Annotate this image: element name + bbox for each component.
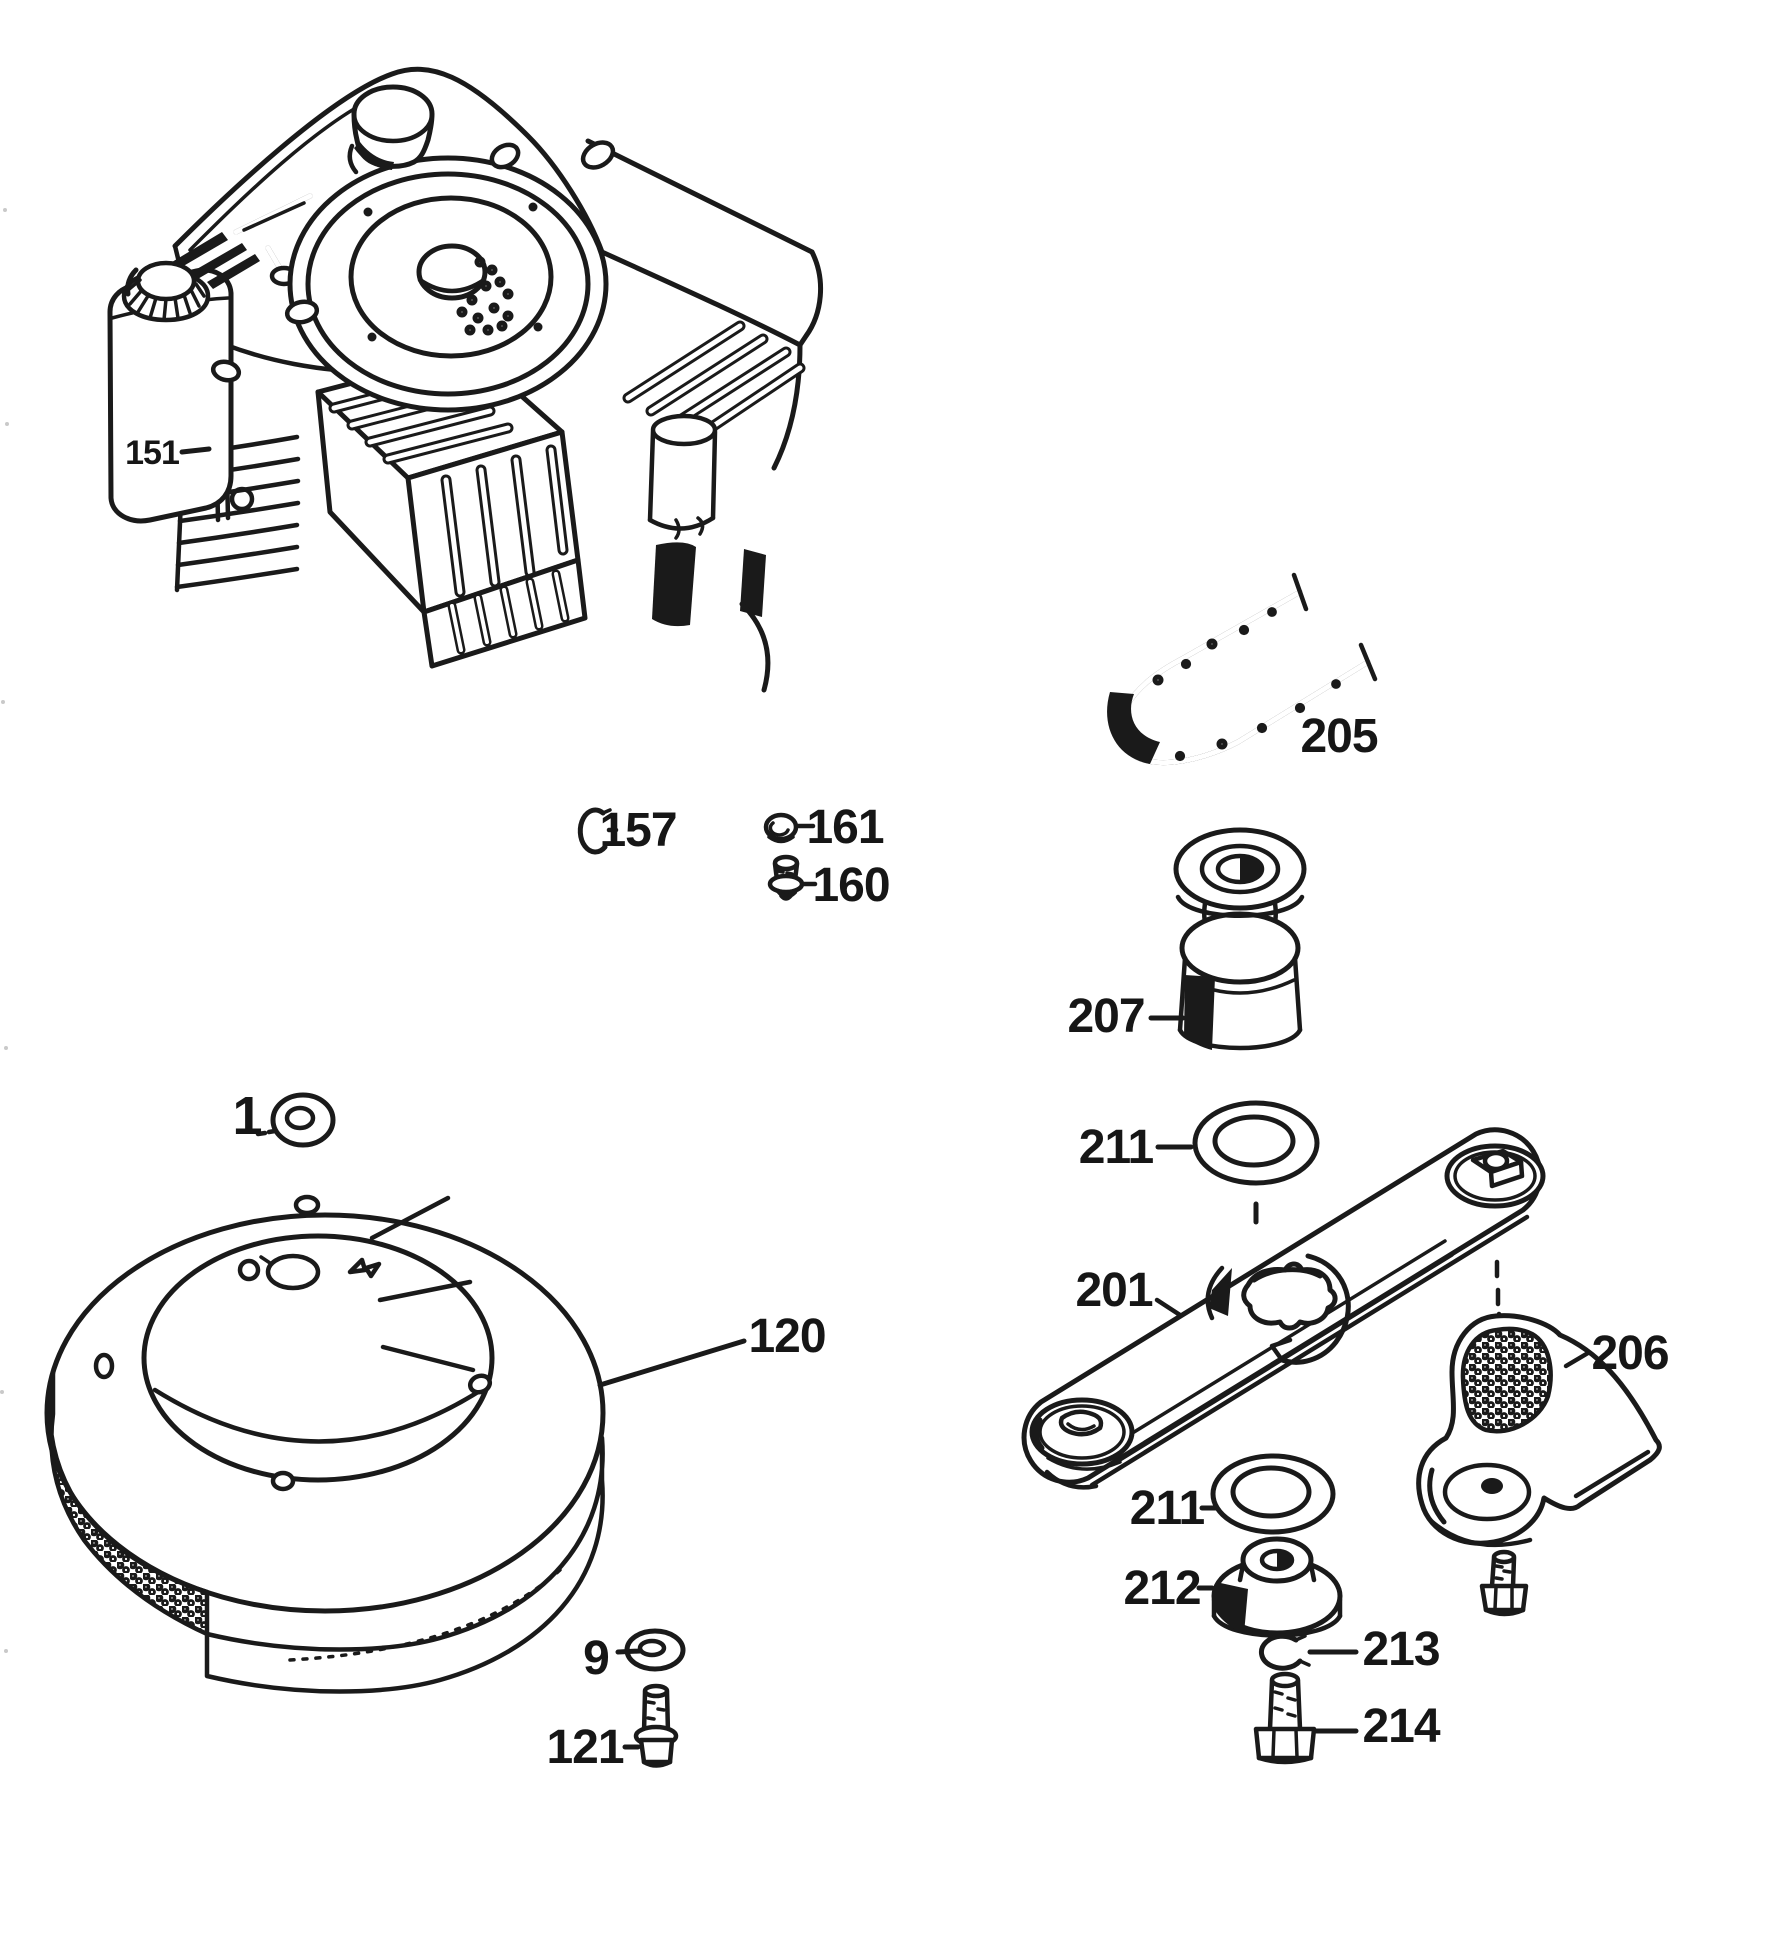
leader-line [179, 446, 212, 455]
starter-speckles [456, 256, 514, 336]
part-label-washer-upper: 211 [1078, 1121, 1154, 1174]
assembly-dash [1494, 1259, 1502, 1323]
belt-drawing [1107, 572, 1378, 766]
leader-line [1154, 1297, 1183, 1318]
blade-tip-drawing [1416, 1313, 1662, 1617]
part-label-engine: 151 [125, 434, 180, 472]
part-label-small-washer: 9 [583, 1632, 610, 1685]
small-washer-drawing [615, 1628, 686, 1672]
nut-drawing [763, 812, 816, 844]
part-label-air-cleaner: 120 [748, 1310, 826, 1363]
part-label-blade-bolt: 214 [1362, 1700, 1440, 1753]
part-label-retainer-clip: 157 [599, 804, 677, 857]
blade-bolt-drawing [1253, 1671, 1359, 1765]
part-label-blade: 201 [1075, 1264, 1153, 1317]
lock-washer-drawing [1258, 1633, 1359, 1671]
part-label-blade-adapter: 207 [1067, 990, 1145, 1043]
blade-adapter-drawing [1148, 827, 1307, 1051]
flat-washer-drawing [255, 1092, 336, 1148]
air-cleaner-bolt-drawing [622, 1683, 679, 1768]
part-label-blade-tip: 206 [1591, 1327, 1669, 1380]
belt-texture [1152, 607, 1341, 762]
hub-washer-drawing [1196, 1536, 1343, 1638]
part-label-nut: 161 [806, 801, 884, 854]
leader-line [1563, 1350, 1591, 1369]
leader-line [615, 1648, 643, 1655]
part-label-hub-washer: 212 [1123, 1562, 1201, 1615]
scan-noise [0, 208, 9, 1653]
part-label-screw: 160 [812, 859, 890, 912]
leader-line [597, 1338, 747, 1388]
part-label-lock-washer: 213 [1362, 1623, 1440, 1676]
part-label-air-cleaner-bolt: 121 [546, 1721, 624, 1774]
part-label-flat-washer: 1 [232, 1086, 262, 1146]
part-label-washer-lower: 211 [1129, 1482, 1205, 1535]
leader-line [255, 1128, 278, 1137]
engine-drawing [107, 66, 824, 693]
lower-washer-drawing [1199, 1453, 1336, 1535]
blade-drawing [1021, 1127, 1546, 1490]
screw-drawing [767, 854, 818, 901]
upper-washer-drawing [1155, 1100, 1320, 1225]
air-cleaner-drawing [44, 1194, 747, 1694]
retainer-clip-drawing [577, 807, 619, 855]
part-label-belt: 205 [1300, 710, 1378, 763]
